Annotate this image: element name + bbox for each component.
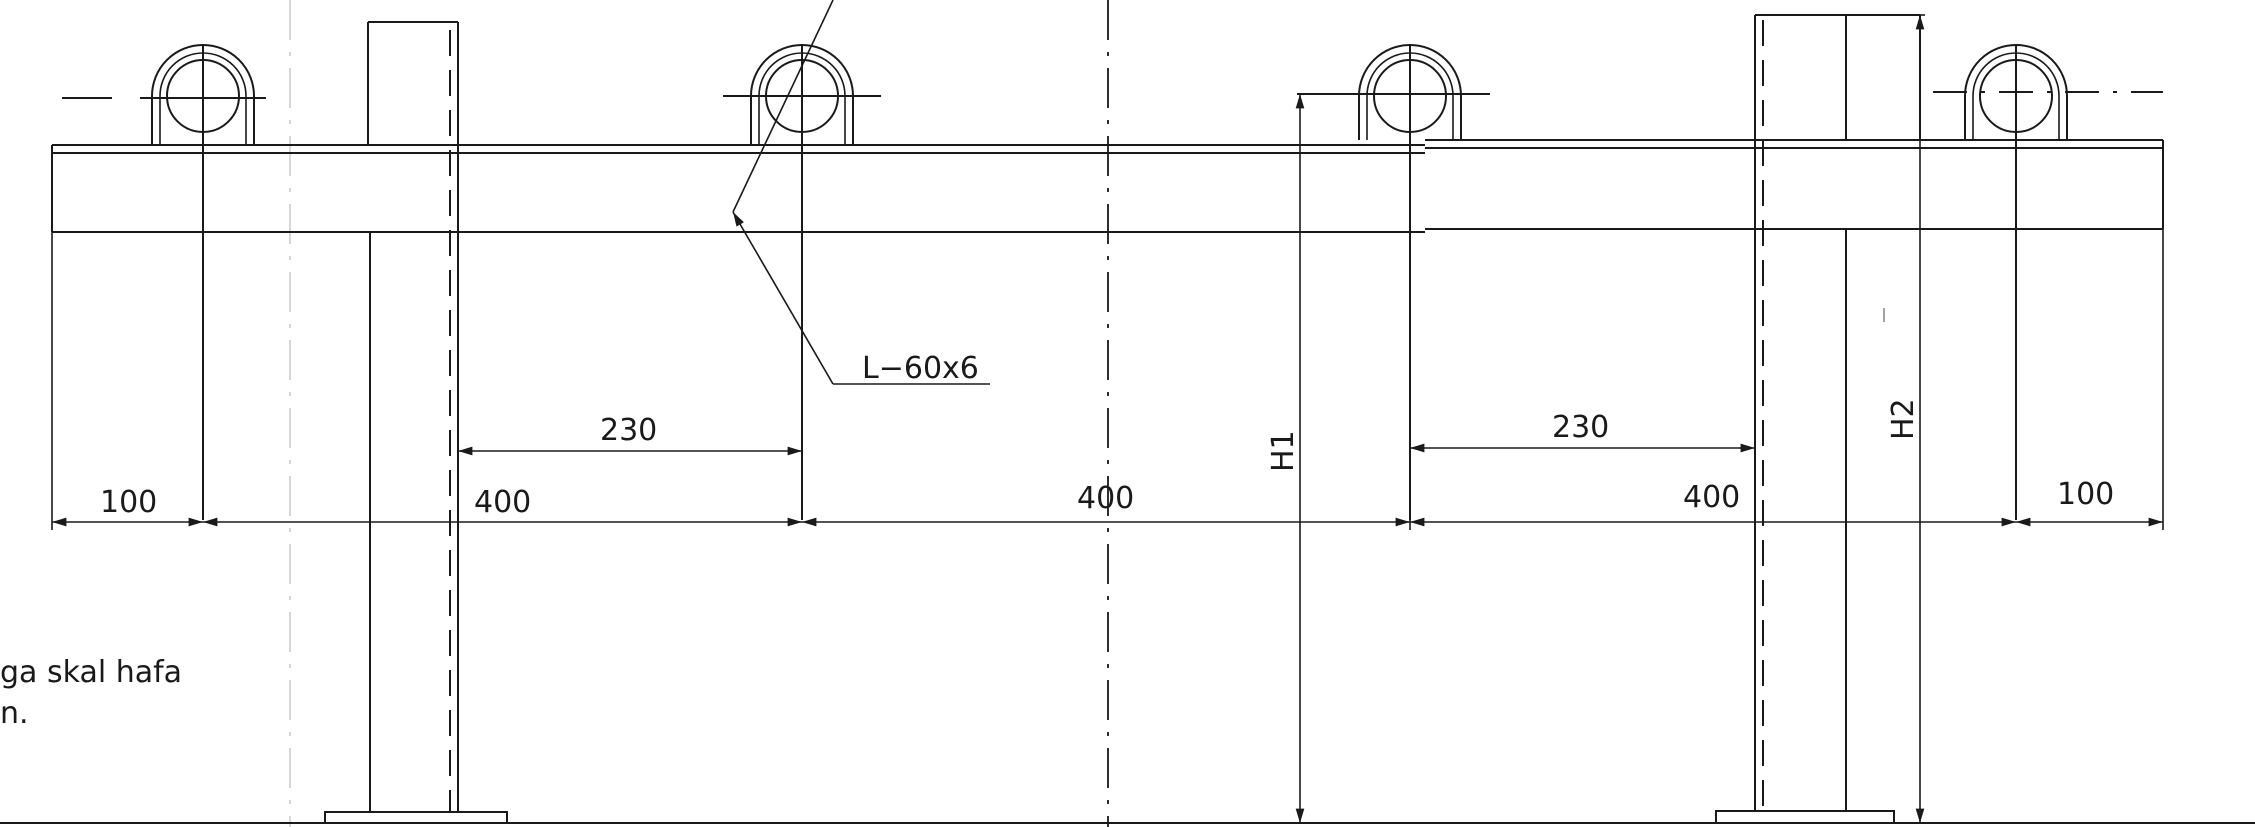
dim-end-left: 100: [100, 485, 157, 520]
label-h1: H1: [1266, 430, 1301, 472]
column-left: [324, 21, 508, 824]
pipe-clamp-2: [723, 44, 881, 520]
beam-l-profile: [51, 139, 2164, 233]
note-line-2: n.: [0, 696, 29, 731]
profile-leader: [732, 0, 990, 385]
dim-span-3: 400: [1683, 480, 1740, 515]
dim-end-right: 100: [2057, 477, 2114, 512]
label-h2: H2: [1886, 398, 1921, 440]
pipe-clamp-4: [1933, 44, 2163, 520]
dim-offset-left: 230: [600, 413, 657, 448]
dim-span-2: 400: [1077, 481, 1134, 516]
dim-height-h1: [1295, 93, 1410, 823]
dim-offset-right: 230: [1552, 410, 1609, 445]
pipe-clamp-1: [62, 44, 266, 520]
dim-span-1: 400: [474, 485, 531, 520]
profile-label: L−60x6: [862, 351, 979, 386]
dim-height-h2: [1915, 14, 1925, 823]
note-line-1: ga skal hafa: [0, 655, 182, 690]
